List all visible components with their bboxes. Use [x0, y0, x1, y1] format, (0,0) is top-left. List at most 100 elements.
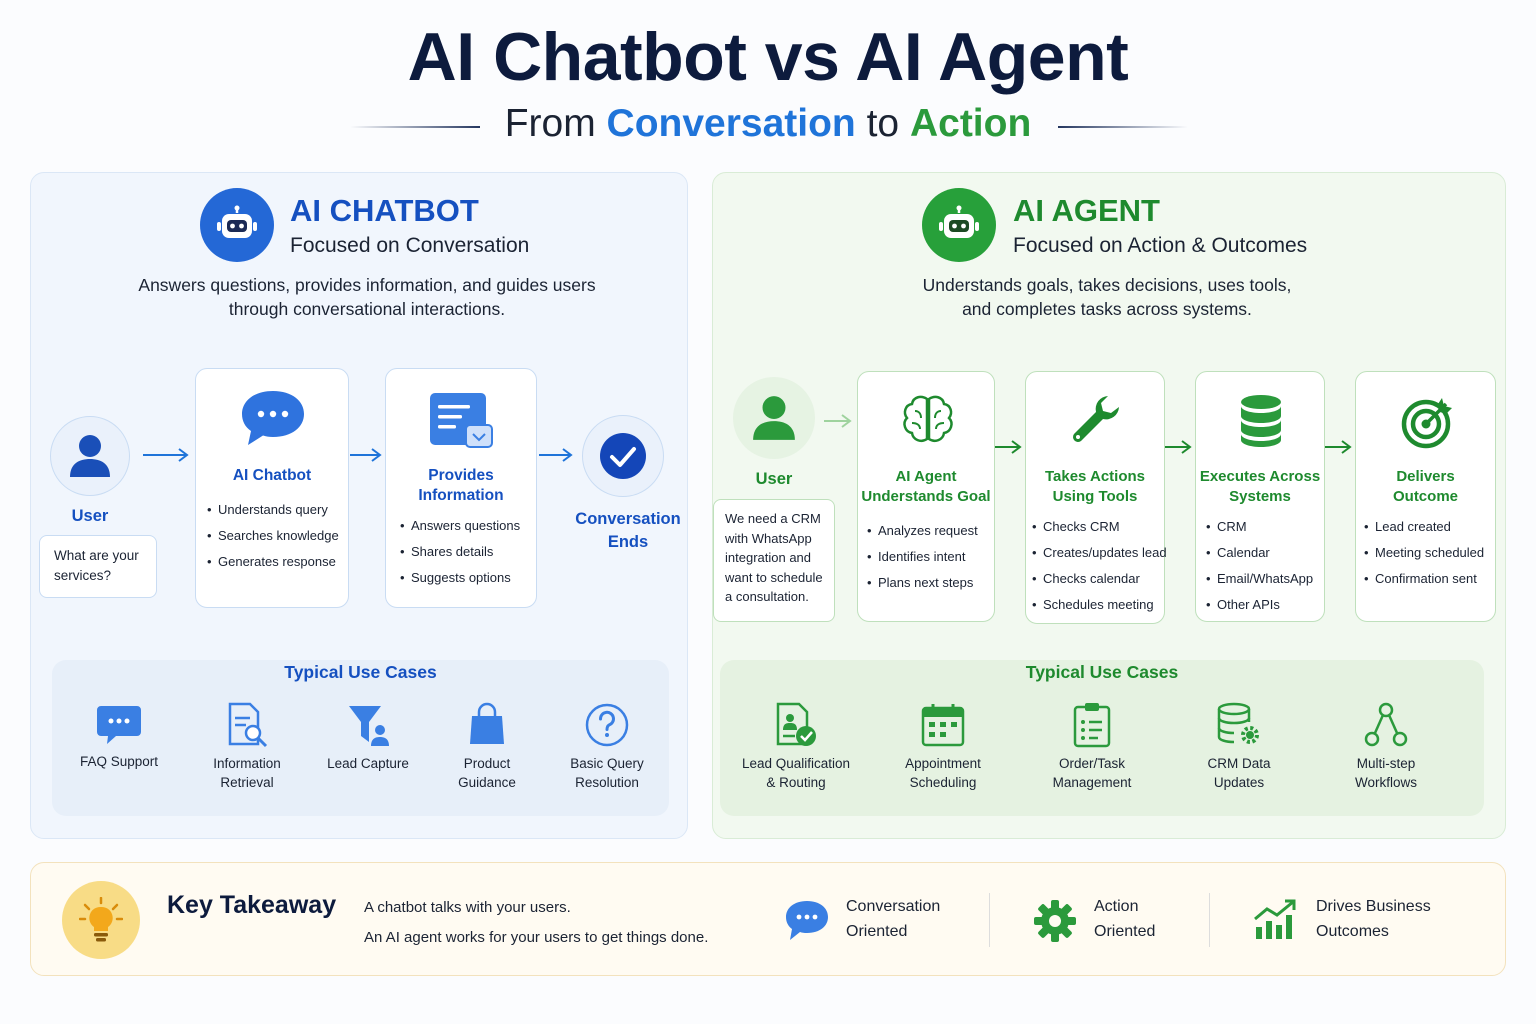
arrow-right-icon	[995, 440, 1022, 454]
use-case-faq-support: FAQ Support	[54, 702, 184, 771]
label-line: Product	[463, 756, 511, 771]
message-line: integration and	[725, 550, 812, 565]
chatbot-user-label: User	[71, 507, 109, 525]
card-title-line: Provides	[428, 467, 494, 484]
agent-step-bullets: CRM Calendar Email/WhatsApp Other APIs	[1206, 514, 1313, 618]
chat-bubble-icon	[97, 706, 141, 744]
question-icon	[585, 703, 629, 747]
page-title: AI Chatbot vs AI Agent	[407, 19, 1129, 95]
agent-description-line: Understands goals, takes decisions, uses…	[922, 275, 1292, 295]
subtitle-action: Action	[909, 102, 1032, 145]
takeaway-action-oriented: Action Oriented	[1094, 894, 1155, 944]
provides-information-card: Provides Information Answers questions S…	[385, 368, 537, 608]
label-line: Scheduling	[909, 775, 977, 790]
label-line: Appointment	[905, 756, 981, 771]
label-line: Updates	[1213, 775, 1265, 790]
provides-information-bullets: Answers questions Shares details Suggest…	[400, 513, 520, 591]
agent-step-title: Takes Actions Using Tools	[1026, 467, 1164, 507]
label-line: Ends	[607, 533, 649, 551]
subtitle-to: to	[866, 102, 900, 145]
message-line: What are your	[54, 548, 139, 563]
bullet-item: Lead created	[1364, 514, 1484, 540]
card-title-line: Delivers	[1396, 468, 1455, 485]
label-line: Lead Capture	[327, 756, 409, 771]
message-line: We need a CRM	[725, 511, 821, 526]
arrow-right-icon	[1325, 440, 1352, 454]
label-line: Outcomes	[1316, 923, 1389, 940]
bullet-item: Email/WhatsApp	[1206, 566, 1313, 592]
document-search-icon	[228, 702, 268, 748]
funnel-user-icon	[349, 706, 389, 746]
card-title-line: Understands Goal	[861, 488, 991, 505]
label-line: Action	[1094, 898, 1139, 915]
chatbot-user-avatar	[50, 416, 130, 496]
chatbot-title: AI CHATBOT	[290, 193, 479, 228]
title-divider-right	[1058, 126, 1188, 128]
label-line: CRM Data	[1207, 756, 1271, 771]
bullet-item: CRM	[1206, 514, 1313, 540]
chat-bubble-icon	[786, 901, 828, 940]
label-line: Multi-step	[1356, 756, 1416, 771]
chatbot-description-line: through conversational interactions.	[228, 299, 506, 319]
bullet-item: Checks calendar	[1032, 566, 1167, 592]
chatbot-step-card: AI Chatbot Understands query Searches kn…	[195, 368, 349, 608]
database-icon	[1241, 395, 1281, 447]
page-subtitle: From Conversation to Action	[0, 102, 1536, 146]
label-line: Resolution	[575, 775, 639, 790]
card-title-line: AI Agent	[895, 468, 957, 485]
bullet-item: Identifies intent	[867, 544, 978, 570]
brain-icon	[903, 395, 953, 442]
bullet-item: Other APIs	[1206, 592, 1313, 618]
chat-bubble-icon	[242, 391, 304, 445]
label-line: Conversation	[846, 898, 941, 915]
label-line: Guidance	[458, 775, 516, 790]
arrow-right-icon	[350, 448, 382, 462]
lightbulb-icon	[62, 881, 140, 959]
use-case-lead-capture: Lead Capture	[303, 702, 433, 773]
provides-information-title: Provides Information	[386, 466, 536, 506]
label-line: Drives Business	[1316, 898, 1431, 915]
arrow-right-icon	[1165, 440, 1192, 454]
agent-subtitle: Focused on Action & Outcomes	[1013, 234, 1308, 257]
agent-user-avatar	[733, 377, 815, 459]
label-line: Management	[1052, 775, 1132, 790]
gear-icon	[1034, 900, 1076, 942]
checklist-icon	[1073, 703, 1111, 748]
label-line: Lead Qualification	[741, 756, 851, 771]
bullet-item: Understands query	[207, 497, 339, 523]
agent-step-title: Delivers Outcome	[1356, 467, 1495, 507]
takeaway-divider	[1209, 893, 1210, 947]
lead-check-icon	[776, 702, 816, 746]
agent-user-label: User	[755, 470, 793, 488]
takeaway-conversation-oriented: Conversation Oriented	[846, 894, 940, 944]
key-takeaway: Key Takeaway A chatbot talks with your u…	[30, 862, 1506, 976]
label-line: Information	[213, 756, 281, 771]
subtitle-conversation: Conversation	[606, 102, 856, 145]
bullet-item: Answers questions	[400, 513, 520, 539]
subtitle-from: From	[504, 102, 596, 145]
agent-user-message: We need a CRM with WhatsApp integration …	[713, 499, 835, 622]
message-line: with WhatsApp	[725, 530, 812, 546]
takeaway-title: Key Takeaway	[167, 891, 337, 919]
card-title-line: Using Tools	[1052, 488, 1138, 505]
agent-description-line: and completes tasks across systems.	[962, 299, 1252, 319]
takeaway-drives-business-outcomes: Drives Business Outcomes	[1316, 894, 1431, 944]
wrench-icon	[1073, 396, 1119, 442]
label-line: Order/Task	[1058, 756, 1126, 771]
bullet-item: Shares details	[400, 539, 520, 565]
bullet-item: Calendar	[1206, 540, 1313, 566]
agent-step-takes-actions: Takes Actions Using Tools Checks CRM Cre…	[1025, 371, 1167, 624]
agent-step-title: AI Agent Understands Goal	[858, 467, 994, 507]
target-icon	[1401, 398, 1452, 449]
